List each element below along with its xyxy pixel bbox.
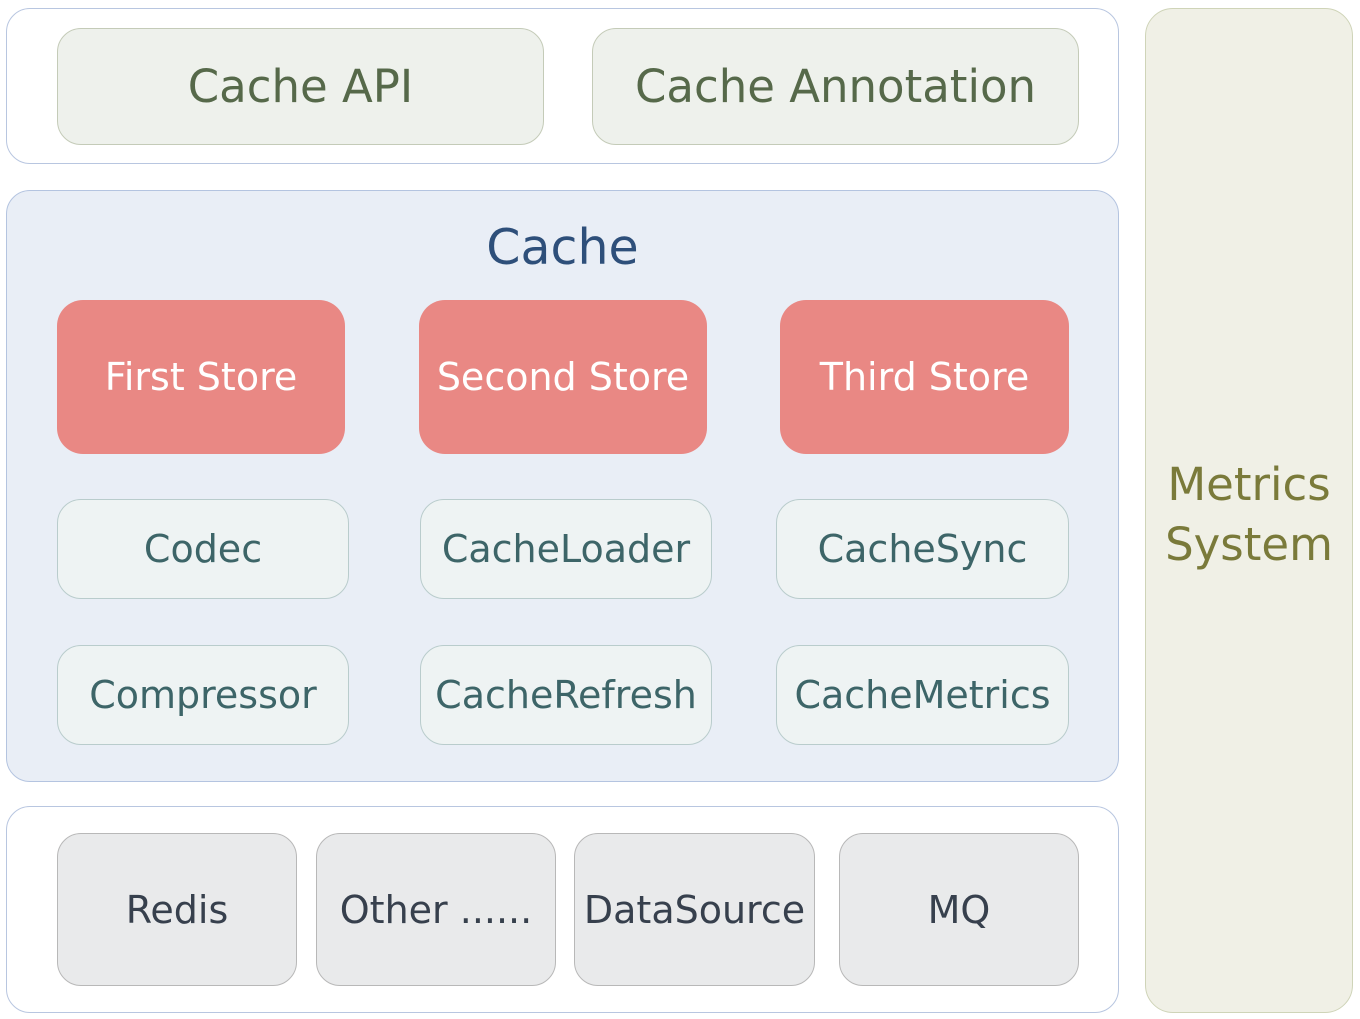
cache-refresh-box: CacheRefresh — [420, 645, 712, 745]
cache-api-box: Cache API — [57, 28, 544, 145]
other-box: Other ...... — [316, 833, 556, 986]
metrics-label-line1: Metrics — [1167, 458, 1331, 511]
cache-sync-box: CacheSync — [776, 499, 1069, 599]
codec-box: Codec — [57, 499, 349, 599]
cache-annotation-box: Cache Annotation — [592, 28, 1079, 145]
cache-metrics-box: CacheMetrics — [776, 645, 1069, 745]
compressor-box: Compressor — [57, 645, 349, 745]
metrics-system-panel — [1145, 8, 1353, 1013]
datasource-box: DataSource — [574, 833, 815, 986]
first-store-box: First Store — [57, 300, 345, 454]
metrics-system-label: Metrics System — [1145, 450, 1353, 580]
mq-box: MQ — [839, 833, 1079, 986]
redis-box: Redis — [57, 833, 297, 986]
metrics-label-line2: System — [1165, 518, 1333, 571]
second-store-box: Second Store — [419, 300, 707, 454]
cache-loader-box: CacheLoader — [420, 499, 712, 599]
third-store-box: Third Store — [780, 300, 1069, 454]
cache-layer-title: Cache — [486, 218, 639, 276]
